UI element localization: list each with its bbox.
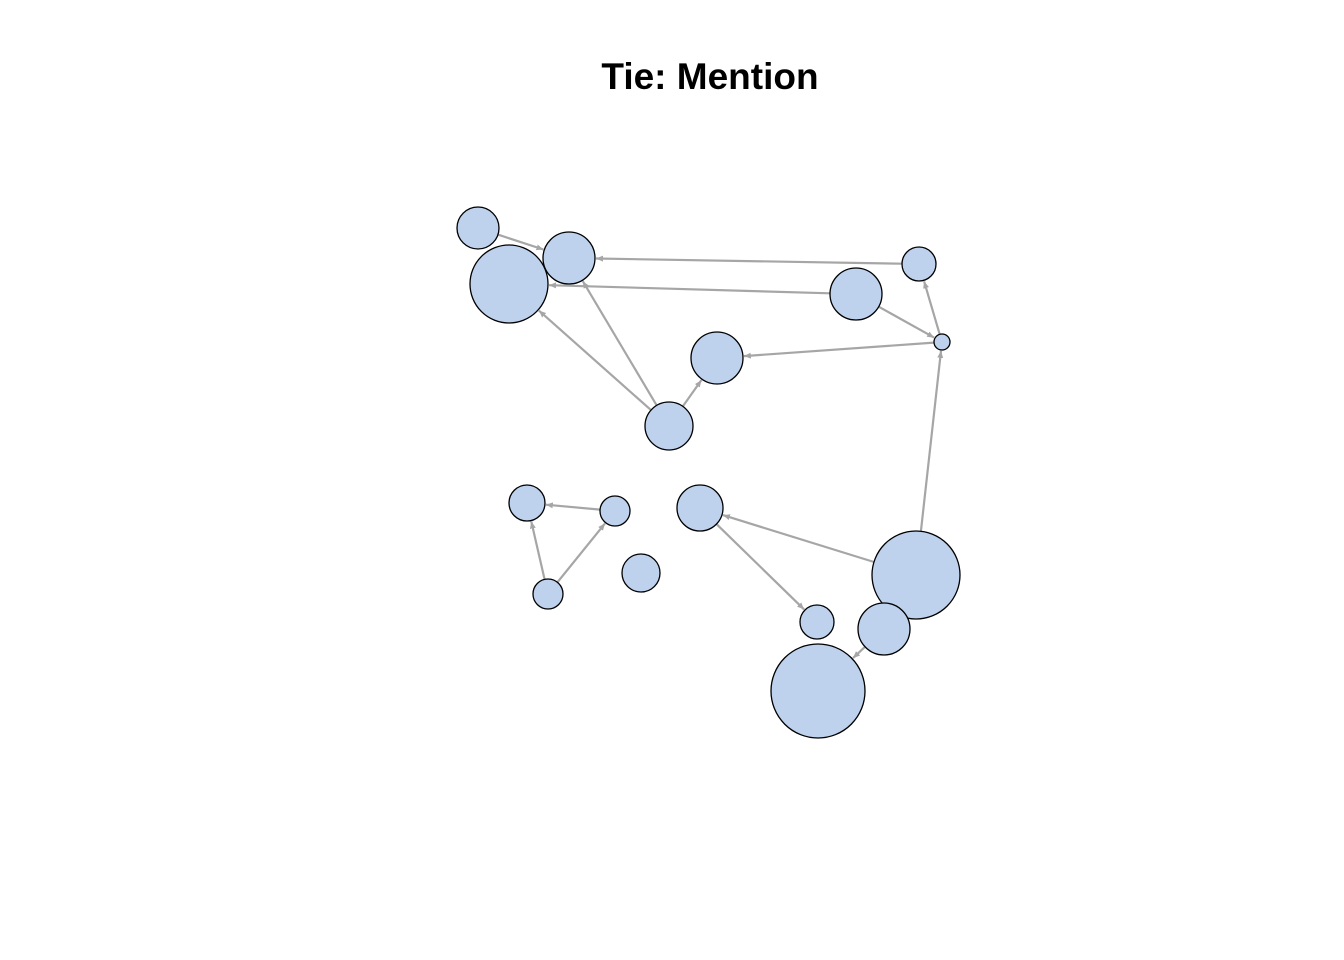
edge-n5-n3 <box>548 282 831 295</box>
node-n3 <box>469 244 549 324</box>
edge-n16-n11 <box>722 514 875 564</box>
edge-n11-n17 <box>715 523 805 611</box>
node-n17 <box>799 604 835 640</box>
node-n10 <box>599 495 631 527</box>
edge-n8-n7 <box>681 379 703 408</box>
edge-n5-n6 <box>878 305 935 339</box>
node-n16 <box>871 530 961 620</box>
edge-n8-n3 <box>538 309 652 411</box>
node-n2 <box>542 231 596 285</box>
edge-n4-n2 <box>595 255 903 265</box>
edge-n16-n6 <box>919 350 944 532</box>
node-n5 <box>829 267 883 321</box>
node-layer <box>456 206 961 739</box>
edge-n6-n7 <box>743 341 935 359</box>
node-n9 <box>508 484 546 522</box>
edge-n10-n9 <box>545 502 601 511</box>
node-n14 <box>532 578 564 610</box>
edge-layer <box>497 233 944 659</box>
node-n7 <box>690 331 744 385</box>
plot-title: Tie: Mention <box>601 56 819 97</box>
node-n1 <box>456 206 500 250</box>
node-n12 <box>621 553 661 593</box>
node-n8 <box>644 401 694 451</box>
edge-n6-n4 <box>923 280 941 335</box>
edge-n14-n10 <box>556 522 606 583</box>
edge-n19-n18 <box>852 645 866 659</box>
edge-n1-n2 <box>497 233 544 251</box>
edge-n8-n2 <box>581 280 658 406</box>
edge-n14-n9 <box>529 521 546 580</box>
node-n4 <box>901 246 937 282</box>
node-n11 <box>676 484 724 532</box>
node-n18 <box>770 643 866 739</box>
node-n6 <box>933 333 951 351</box>
node-n19 <box>857 602 911 656</box>
